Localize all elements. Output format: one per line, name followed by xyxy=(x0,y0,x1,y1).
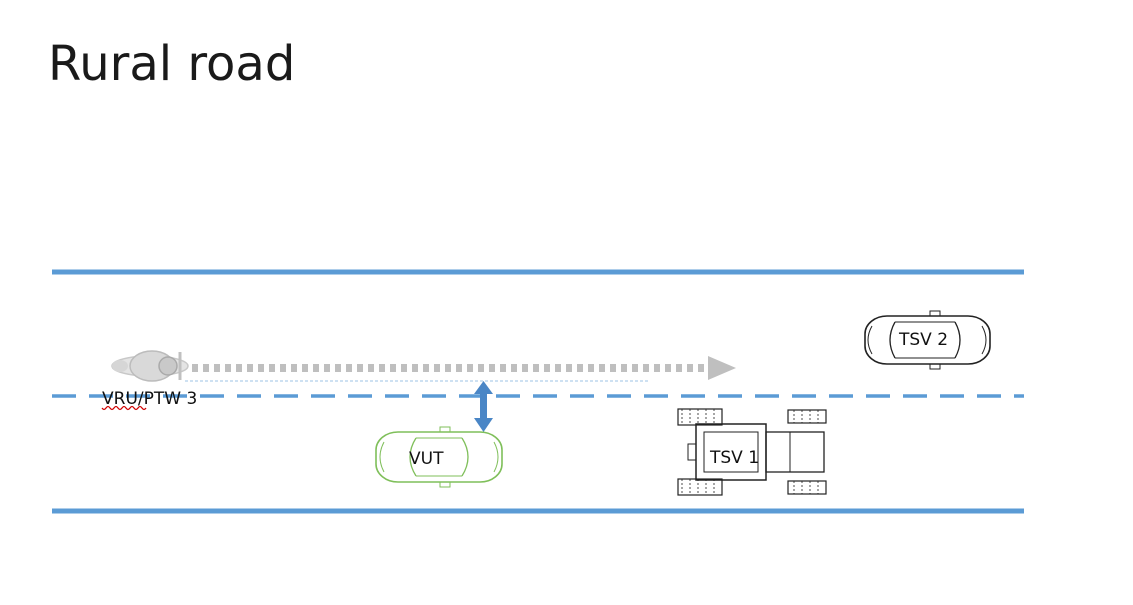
lateral-gap-arrow xyxy=(474,381,493,432)
motorcycle-icon xyxy=(111,350,189,382)
tractor-label: TSV 1 xyxy=(709,448,759,468)
car2-icon xyxy=(864,310,991,370)
slide-title: Rural road xyxy=(48,36,296,92)
tractor-icon xyxy=(677,408,827,496)
vut-icon xyxy=(375,426,503,488)
motorcycle-label: VRU/PTW 3 xyxy=(102,389,197,409)
motorcycle-path-arrow xyxy=(192,356,736,380)
vut-label: VUT xyxy=(409,449,444,469)
car2-label: TSV 2 xyxy=(898,330,948,350)
spellcheck-underline xyxy=(101,405,147,411)
